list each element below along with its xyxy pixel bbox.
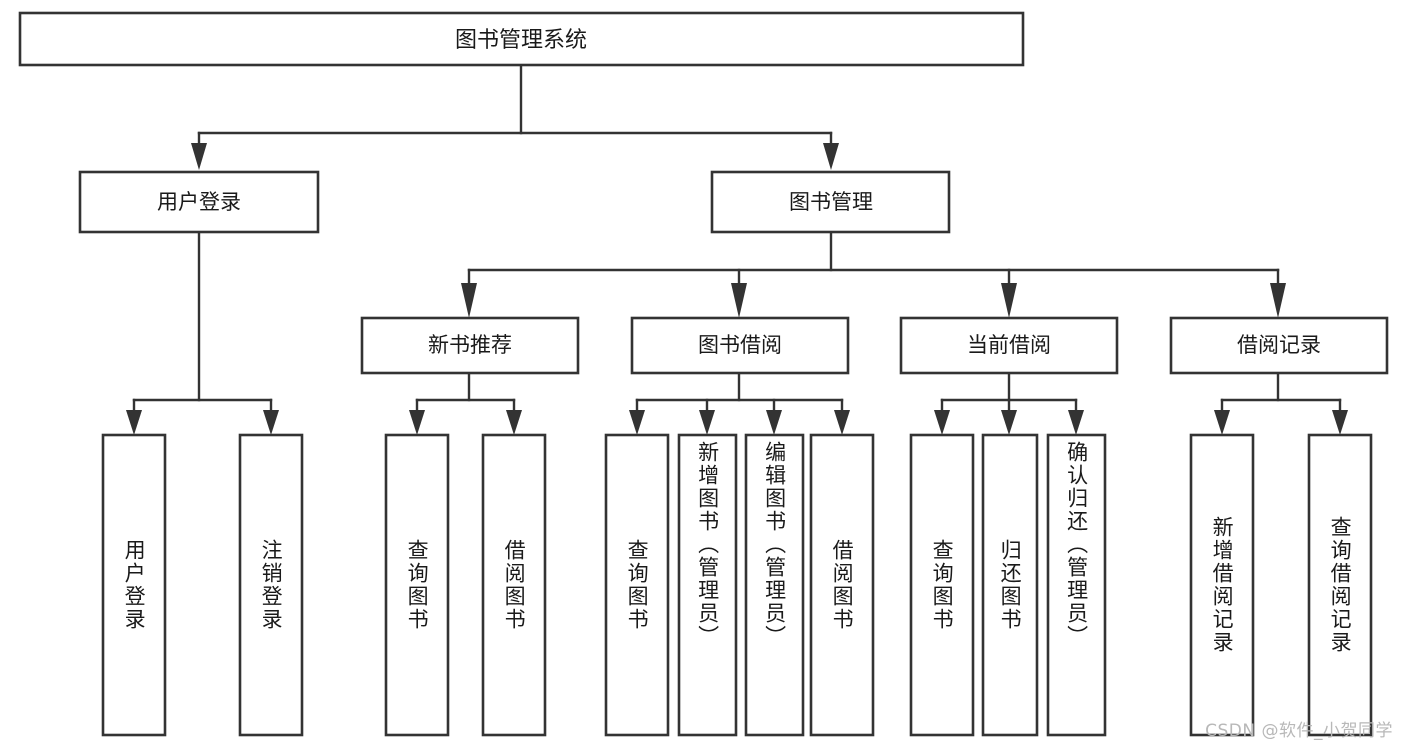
arrow-head-leaf-ul-1 bbox=[126, 410, 142, 435]
arrow-head-borrow-record bbox=[1270, 283, 1286, 318]
leaf-boxes-borrow-record bbox=[1189, 433, 1373, 737]
arrow-head-book-borrow bbox=[731, 283, 747, 318]
leaf-boxes-current-borrow bbox=[909, 433, 1107, 737]
arrow-head-leaf-bb-1 bbox=[629, 410, 645, 435]
node-book-manage[interactable]: 图书管理 bbox=[710, 170, 951, 234]
arrow-head-leaf-cb-1 bbox=[934, 410, 950, 435]
watermark-text: CSDN @软件_小贺同学 bbox=[1205, 721, 1393, 741]
arrow-head-user-login bbox=[191, 143, 207, 170]
leaf-box-cb-3[interactable] bbox=[1046, 433, 1107, 737]
leaf-box-bb-2[interactable] bbox=[677, 433, 738, 737]
node-current-borrow-label: 当前借阅 bbox=[967, 333, 1051, 357]
node-user-login-box[interactable] bbox=[78, 170, 320, 234]
arrow-head-leaf-nb-1 bbox=[409, 410, 425, 435]
node-new-book-recommend-label: 新书推荐 bbox=[428, 333, 512, 357]
connector-group-root bbox=[191, 63, 839, 170]
arrow-head-new-book bbox=[461, 283, 477, 318]
connector-group-borrow-record bbox=[1214, 371, 1348, 435]
node-borrow-record[interactable]: 借阅记录 bbox=[1169, 316, 1389, 375]
arrow-head-book-manage bbox=[823, 143, 839, 170]
leaf-box-bb-4[interactable] bbox=[809, 433, 875, 737]
node-book-borrow-box[interactable] bbox=[630, 316, 850, 375]
leaf-box-ul-2[interactable] bbox=[238, 433, 304, 737]
node-root-box[interactable] bbox=[18, 11, 1025, 67]
leaf-box-nb-2[interactable] bbox=[481, 433, 547, 737]
leaf-boxes-book-borrow bbox=[604, 433, 875, 737]
node-new-book-recommend-box[interactable] bbox=[360, 316, 580, 375]
leaf-box-cb-2[interactable] bbox=[981, 433, 1039, 737]
node-user-login[interactable]: 用户登录 bbox=[78, 170, 320, 234]
node-new-book-recommend[interactable]: 新书推荐 bbox=[360, 316, 580, 375]
arrow-head-leaf-nb-2 bbox=[506, 410, 522, 435]
leaf-box-bb-1[interactable] bbox=[604, 433, 670, 737]
node-user-login-label: 用户登录 bbox=[157, 190, 241, 214]
connector-group-new-book bbox=[409, 371, 522, 435]
arrow-head-current-borrow bbox=[1001, 283, 1017, 318]
arrow-head-leaf-br-1 bbox=[1214, 410, 1230, 435]
leaf-box-bb-3[interactable] bbox=[744, 433, 805, 737]
node-root-label: 图书管理系统 bbox=[455, 28, 587, 53]
node-book-borrow[interactable]: 图书借阅 bbox=[630, 316, 850, 375]
connector-group-current-borrow bbox=[934, 371, 1084, 435]
leaf-box-br-1[interactable] bbox=[1189, 433, 1255, 737]
arrow-head-leaf-bb-2 bbox=[699, 410, 715, 435]
node-borrow-record-box[interactable] bbox=[1169, 316, 1389, 375]
leaf-box-nb-1[interactable] bbox=[384, 433, 450, 737]
node-current-borrow-box[interactable] bbox=[899, 316, 1119, 375]
arrow-head-leaf-bb-3 bbox=[766, 410, 782, 435]
arrow-head-leaf-ul-2 bbox=[263, 410, 279, 435]
node-book-manage-label: 图书管理 bbox=[789, 190, 873, 214]
leaf-boxes-new-book bbox=[384, 433, 547, 737]
arrow-head-leaf-cb-3 bbox=[1068, 410, 1084, 435]
leaf-box-ul-1[interactable] bbox=[101, 433, 167, 737]
node-book-manage-box[interactable] bbox=[710, 170, 951, 234]
node-borrow-record-label: 借阅记录 bbox=[1237, 333, 1321, 357]
node-book-borrow-label: 图书借阅 bbox=[698, 333, 782, 357]
node-root[interactable]: 图书管理系统 bbox=[18, 11, 1025, 67]
arrow-head-leaf-br-2 bbox=[1332, 410, 1348, 435]
leaf-boxes-user-login bbox=[101, 433, 304, 737]
connector-group-book-manage bbox=[461, 230, 1286, 318]
connector-group-book-borrow bbox=[629, 371, 850, 435]
connector-group-user-login bbox=[126, 230, 279, 435]
leaf-box-cb-1[interactable] bbox=[909, 433, 975, 737]
arrow-head-leaf-bb-4 bbox=[834, 410, 850, 435]
arrow-head-leaf-cb-2 bbox=[1001, 410, 1017, 435]
node-current-borrow[interactable]: 当前借阅 bbox=[899, 316, 1119, 375]
leaf-box-br-2[interactable] bbox=[1307, 433, 1373, 737]
